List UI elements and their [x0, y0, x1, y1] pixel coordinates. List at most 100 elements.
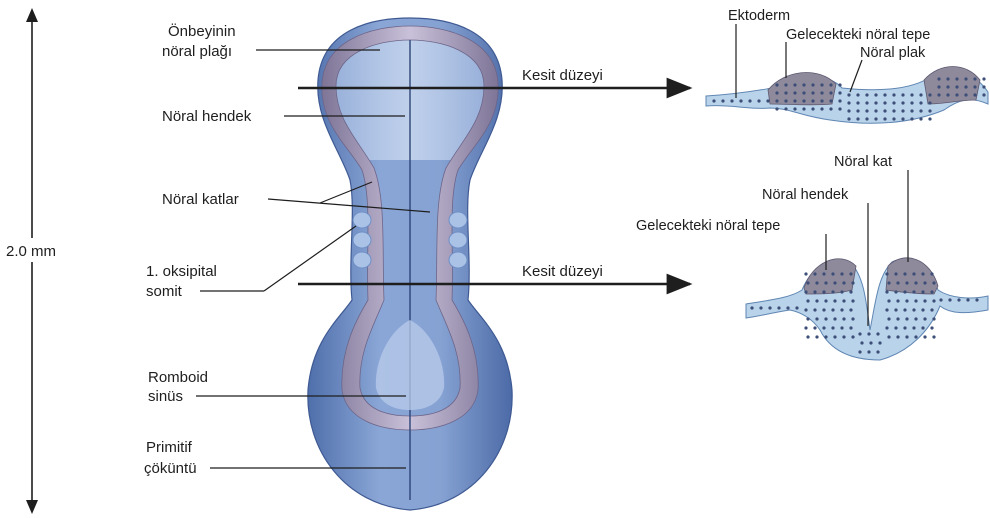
cell-nucleus	[833, 317, 836, 320]
cell-nucleus	[775, 107, 778, 110]
cell-nucleus	[874, 109, 877, 112]
cell-nucleus	[905, 299, 908, 302]
cell-nucleus	[901, 101, 904, 104]
cell-nucleus	[921, 272, 924, 275]
cell-nucleus	[822, 272, 825, 275]
cell-nucleus	[750, 306, 753, 309]
cell-nucleus	[901, 109, 904, 112]
cell-nucleus	[946, 77, 949, 80]
cell-nucleus	[811, 91, 814, 94]
cell-nucleus	[806, 335, 809, 338]
cell-nucleus	[878, 341, 881, 344]
cell-nucleus	[912, 290, 915, 293]
cell-nucleus	[806, 281, 809, 284]
cell-nucleus	[806, 317, 809, 320]
cell-nucleus	[793, 91, 796, 94]
cell-nucleus	[957, 298, 960, 301]
cell-nucleus	[973, 85, 976, 88]
cell-nucleus	[804, 290, 807, 293]
cell-nucleus	[865, 109, 868, 112]
label-occipital-somite-2: somit	[146, 283, 183, 300]
cell-nucleus	[892, 109, 895, 112]
label-rhomboid-sinus-1: Romboid	[148, 369, 208, 386]
cell-nucleus	[919, 117, 922, 120]
label-primitive-pit-2: çöküntü	[144, 460, 197, 477]
cell-nucleus	[982, 85, 985, 88]
cell-nucleus	[802, 83, 805, 86]
cell-nucleus	[842, 317, 845, 320]
cell-nucleus	[928, 93, 931, 96]
cell-nucleus	[896, 317, 899, 320]
cell-nucleus	[921, 290, 924, 293]
cell-nucleus	[892, 93, 895, 96]
cell-nucleus	[795, 306, 798, 309]
cell-nucleus	[833, 335, 836, 338]
cell-nucleus	[903, 272, 906, 275]
cell-nucleus	[851, 317, 854, 320]
cell-nucleus	[903, 326, 906, 329]
cell-nucleus	[847, 117, 850, 120]
label-forebrain-plate-1: Önbeyinin	[168, 22, 236, 40]
cell-nucleus	[946, 93, 949, 96]
cell-nucleus	[766, 99, 769, 102]
cell-nucleus	[804, 326, 807, 329]
cell-nucleus	[966, 298, 969, 301]
cell-nucleus	[901, 117, 904, 120]
cell-nucleus	[932, 335, 935, 338]
cell-nucleus	[973, 93, 976, 96]
cell-nucleus	[802, 91, 805, 94]
cell-nucleus	[874, 117, 877, 120]
cell-nucleus	[748, 99, 751, 102]
cell-nucleus	[815, 335, 818, 338]
cell-nucleus	[824, 317, 827, 320]
cell-nucleus	[822, 326, 825, 329]
cell-nucleus	[930, 326, 933, 329]
cell-nucleus	[721, 99, 724, 102]
cell-nucleus	[910, 117, 913, 120]
cell-nucleus	[813, 272, 816, 275]
cell-nucleus	[903, 308, 906, 311]
cell-nucleus	[847, 93, 850, 96]
cell-nucleus	[883, 117, 886, 120]
cell-nucleus	[811, 99, 814, 102]
cell-nucleus	[840, 308, 843, 311]
cell-nucleus	[876, 350, 879, 353]
cell-nucleus	[932, 281, 935, 284]
cell-nucleus	[784, 107, 787, 110]
cell-nucleus	[948, 298, 951, 301]
cell-nucleus	[829, 83, 832, 86]
cell-nucleus	[955, 77, 958, 80]
cell-nucleus	[784, 99, 787, 102]
cell-nucleus	[856, 101, 859, 104]
cell-nucleus	[793, 107, 796, 110]
cell-nucleus	[905, 317, 908, 320]
label-future-neural-crest-lower: Gelecekteki nöral tepe	[636, 218, 780, 234]
cell-nucleus	[946, 85, 949, 88]
label-future-neural-crest-upper: Gelecekteki nöral tepe	[786, 27, 930, 43]
cell-nucleus	[849, 308, 852, 311]
cell-nucleus	[831, 308, 834, 311]
cell-nucleus	[815, 281, 818, 284]
cell-nucleus	[831, 290, 834, 293]
cell-nucleus	[842, 281, 845, 284]
cell-nucleus	[784, 91, 787, 94]
cell-nucleus	[876, 332, 879, 335]
cell-nucleus	[802, 99, 805, 102]
cell-nucleus	[874, 101, 877, 104]
cell-nucleus	[883, 93, 886, 96]
cell-nucleus	[840, 326, 843, 329]
cell-nucleus	[865, 93, 868, 96]
cell-nucleus	[919, 93, 922, 96]
cell-nucleus	[820, 83, 823, 86]
cell-nucleus	[939, 298, 942, 301]
cell-nucleus	[822, 308, 825, 311]
cell-nucleus	[858, 350, 861, 353]
cell-nucleus	[813, 326, 816, 329]
cell-nucleus	[815, 317, 818, 320]
cell-nucleus	[912, 326, 915, 329]
embryo-dorsal-view	[308, 18, 512, 510]
cell-nucleus	[806, 299, 809, 302]
cell-nucleus	[914, 281, 917, 284]
cell-nucleus	[910, 101, 913, 104]
cell-nucleus	[921, 308, 924, 311]
